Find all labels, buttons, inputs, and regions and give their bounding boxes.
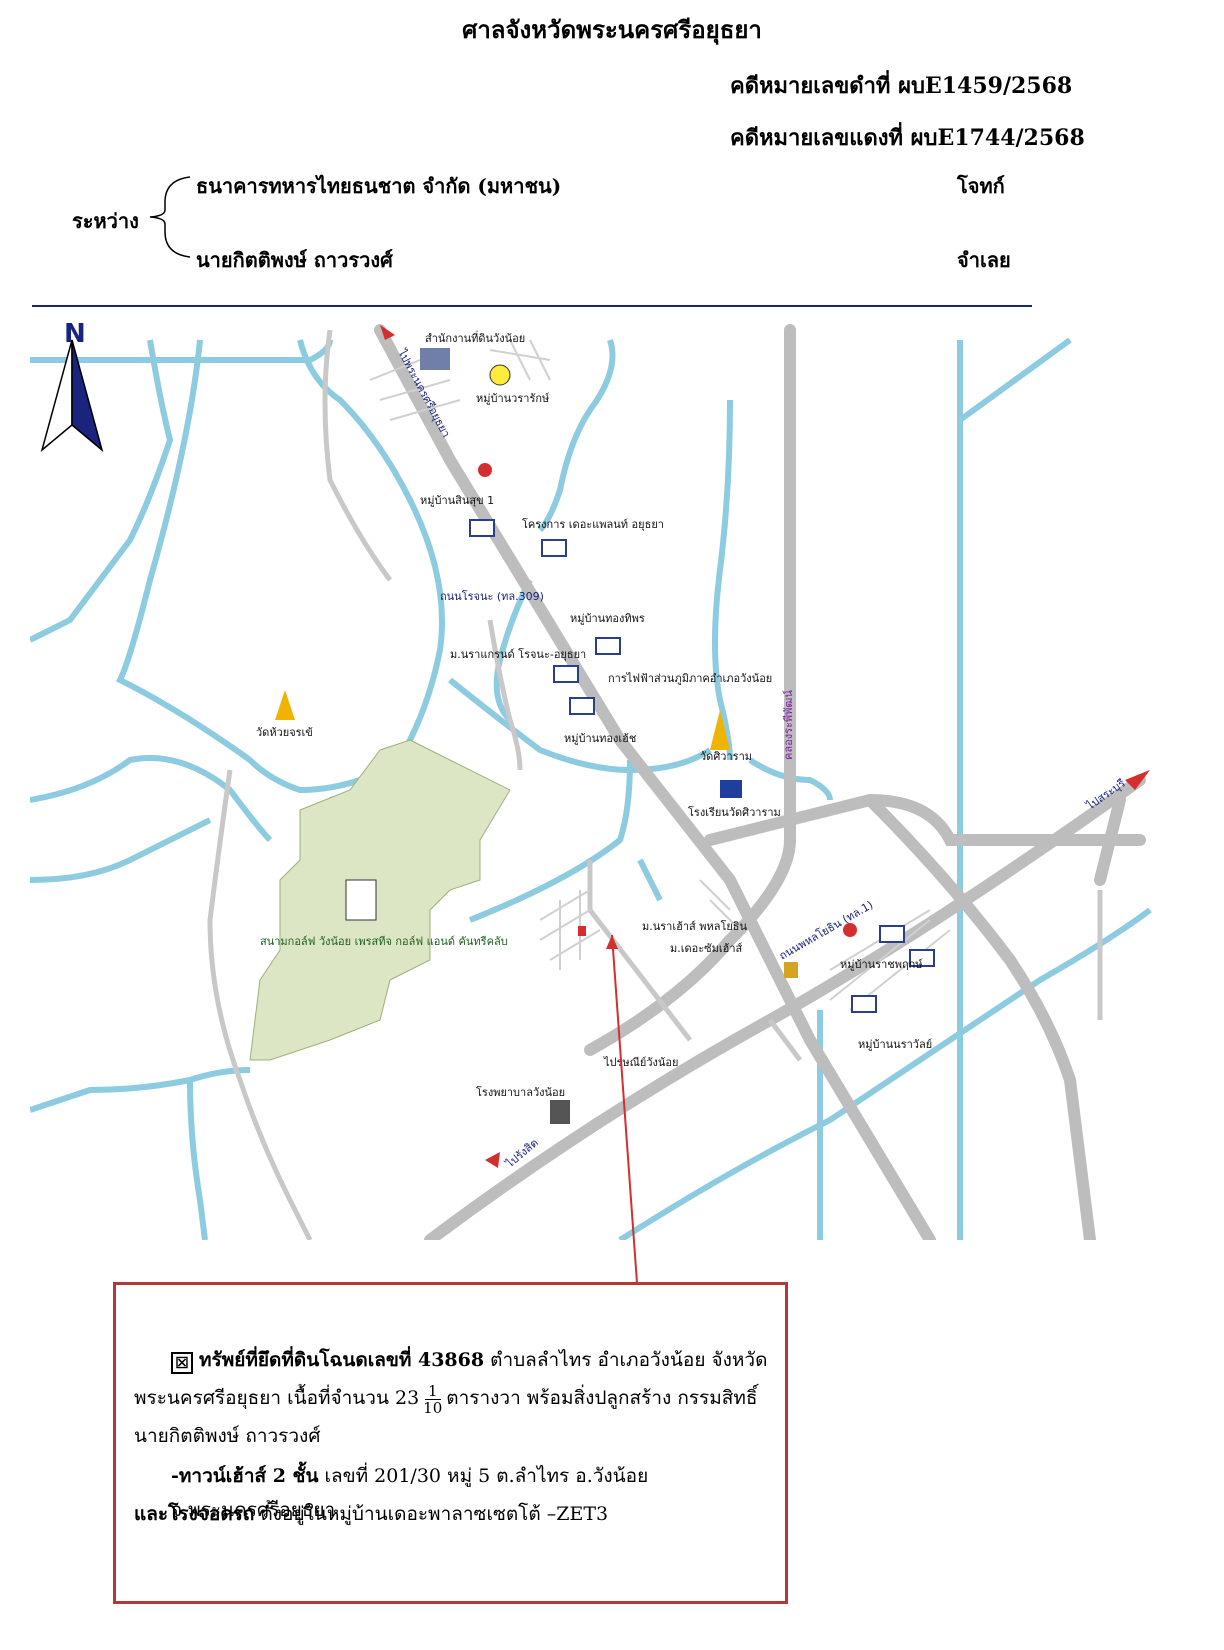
route-5-icon (489, 364, 511, 386)
svg-text:วัดห้วยจรเข้: วัดห้วยจรเข้ (256, 726, 313, 739)
svg-text:คลองระพีพัฒน์: คลองระพีพัฒน์ (782, 690, 795, 760)
between-label: ระหว่าง (72, 209, 139, 233)
svg-text:หมู่บ้านราชพฤกษ์: หมู่บ้านราชพฤกษ์ (840, 958, 923, 971)
svg-text:หมู่บ้านนราวัลย์: หมู่บ้านนราวัลย์ (858, 1038, 932, 1051)
info-line-5: และโรงจอดรถ ตั้งอยู่ในหมู่บ้านเดอะพาลาซเ… (134, 1503, 609, 1525)
info-line-1: ☒ทรัพย์ที่ยึดที่ดินโฉนดเลขที่ 43868 ตำบล… (171, 1343, 767, 1377)
land-office-icon (420, 348, 450, 370)
court-title: ศาลจังหวัดพระนครศรีอยุธยา (462, 15, 762, 44)
school-icon (720, 780, 742, 798)
red-case-number: คดีหมายเลขแดงที่ ผบE1744/2568 (730, 125, 1085, 151)
waterways (30, 337, 1152, 1240)
info-line-3: นายกิตติพงษ์ ถาวรวงศ์ (134, 1425, 321, 1447)
divider (32, 305, 1032, 307)
arrow-saraburi-icon (1125, 770, 1150, 790)
svg-text:วัดศิวาราม: วัดศิวาราม (700, 750, 752, 763)
svg-text:ถนนโรจนะ (ทล.309): ถนนโรจนะ (ทล.309) (440, 589, 544, 603)
village-icons (469, 519, 935, 1013)
pointer-line (606, 935, 638, 1284)
svg-text:ม.นราเฮ้าส์ พหลโยธิน: ม.นราเฮ้าส์ พหลโยธิน (642, 919, 748, 933)
golf-course-area (249, 739, 511, 1061)
svg-text:หมู่บ้านทองทิพร: หมู่บ้านทองทิพร (570, 612, 645, 625)
svg-text:หมู่บ้านทองเฮ้ช: หมู่บ้านทองเฮ้ช (564, 732, 636, 745)
svg-text:ม.เดอะซัมเฮ้าส์: ม.เดอะซัมเฮ้าส์ (670, 942, 743, 955)
bank-icon (784, 962, 798, 978)
north-arrow: N (40, 320, 104, 453)
svg-text:โครงการ เดอะแพลนท์ อยุธยา: โครงการ เดอะแพลนท์ อยุธยา (522, 517, 664, 531)
brace (149, 176, 191, 258)
property-info-box: ☒ทรัพย์ที่ยึดที่ดินโฉนดเลขที่ 43868 ตำบล… (113, 1282, 788, 1604)
svg-text:โรงเรียนวัดศิวาราม: โรงเรียนวัดศิวาราม (688, 805, 781, 819)
golf-logo-icon (345, 879, 377, 921)
svg-text:โรงพยาบาลวังน้อย: โรงพยาบาลวังน้อย (476, 1085, 565, 1099)
defendant-role: จำเลย (957, 248, 1011, 272)
minor-roads (207, 329, 1103, 1240)
hospital-icon (550, 1100, 570, 1124)
checkbox-icon: ☒ (171, 1352, 193, 1374)
defendant-name: นายกิตติพงษ์ ถาวรวงศ์ (196, 248, 393, 272)
plaintiff-name: ธนาคารทหารไทยธนชาต จำกัด (มหาชน) (196, 174, 562, 198)
svg-text:สำนักงานที่ดินวังน้อย: สำนักงานที่ดินวังน้อย (425, 330, 525, 345)
black-case-number: คดีหมายเลขดำที่ ผบE1459/2568 (730, 73, 1073, 99)
target-property-marker (578, 926, 586, 936)
plaintiff-role: โจทก์ (957, 174, 1005, 198)
svg-text:การไฟฟ้าส่วนภูมิภาคอำเภอวังน้อ: การไฟฟ้าส่วนภูมิภาคอำเภอวังน้อย (608, 672, 772, 685)
svg-text:หมู่บ้านวรารักษ์: หมู่บ้านวรารักษ์ (476, 392, 550, 405)
svg-text:หมู่บ้านสินสุข 1: หมู่บ้านสินสุข 1 (420, 494, 494, 507)
arrow-north-icon (380, 325, 395, 340)
arrow-rangsit-icon (485, 1152, 500, 1168)
svg-text:N: N (64, 320, 86, 349)
fuel-icons (478, 463, 857, 937)
svg-text:ม.นราแกรนด์ โรจนะ-อยุธยา: ม.นราแกรนด์ โรจนะ-อยุธยา (450, 647, 586, 661)
location-map: N สำนักงานที่ดินวังน้อย ไปพระนครศรีอยุธย… (30, 320, 1152, 1240)
info-line-4: -ทาวน์เฮ้าส์ 2 ชั้น เลขที่ 201/30 หมู่ 5… (171, 1465, 649, 1521)
svg-text:สนามกอล์ฟ วังน้อย เพรสทีจ กอล์: สนามกอล์ฟ วังน้อย เพรสทีจ กอล์ฟ แอนด์ คั… (260, 935, 508, 948)
temple-icons (275, 690, 730, 750)
